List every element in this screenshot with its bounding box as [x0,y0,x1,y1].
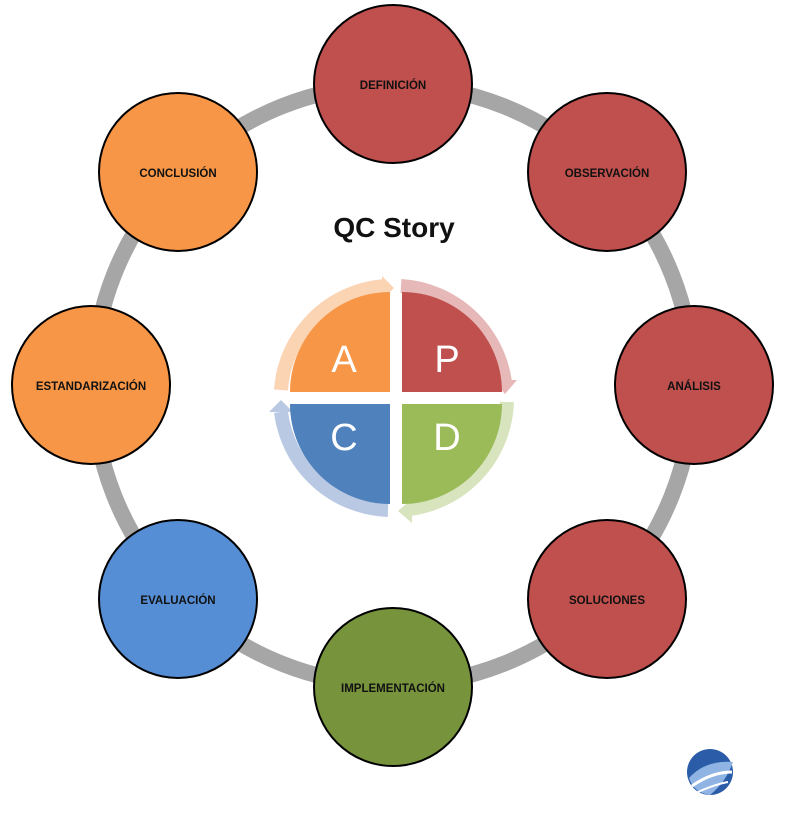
check-quadrant [290,404,390,504]
step-label: CONCLUSIÓN [139,167,216,180]
step-implementacion: IMPLEMENTACIÓN [313,607,473,767]
step-label: EVALUACIÓN [140,594,215,607]
step-label: OBSERVACIÓN [565,167,650,180]
pdca-wheel: A P C D [269,276,517,523]
act-quadrant [290,292,390,392]
step-conclusion: CONCLUSIÓN [98,92,258,252]
step-label: IMPLEMENTACIÓN [341,682,445,695]
step-estandarizacion: ESTANDARIZACIÓN [11,305,171,465]
check-letter: C [330,417,357,459]
do-arrowhead [398,499,412,523]
step-definicion: DEFINICIÓN [313,4,473,164]
do-letter: D [433,417,460,459]
logo-globe-icon [687,749,733,795]
plan-quadrant [402,292,502,392]
plan-arc [400,279,512,384]
step-label: ESTANDARIZACIÓN [36,380,146,393]
diagram-title: QC Story [333,212,455,243]
do-quadrant [402,404,502,504]
act-arc [274,279,386,391]
step-evaluacion: EVALUACIÓN [98,519,258,679]
check-arc [274,411,389,517]
check-arrowhead [269,400,293,412]
step-label: SOLUCIONES [569,595,645,607]
step-analisis: ANÁLISIS [614,305,774,465]
step-observacion: OBSERVACIÓN [527,92,687,252]
act-letter: A [331,339,357,381]
step-soluciones: SOLUCIONES [527,519,687,679]
plan-letter: P [434,339,459,381]
step-label: DEFINICIÓN [360,79,426,92]
do-arc [408,401,514,516]
step-label: ANÁLISIS [667,380,721,393]
